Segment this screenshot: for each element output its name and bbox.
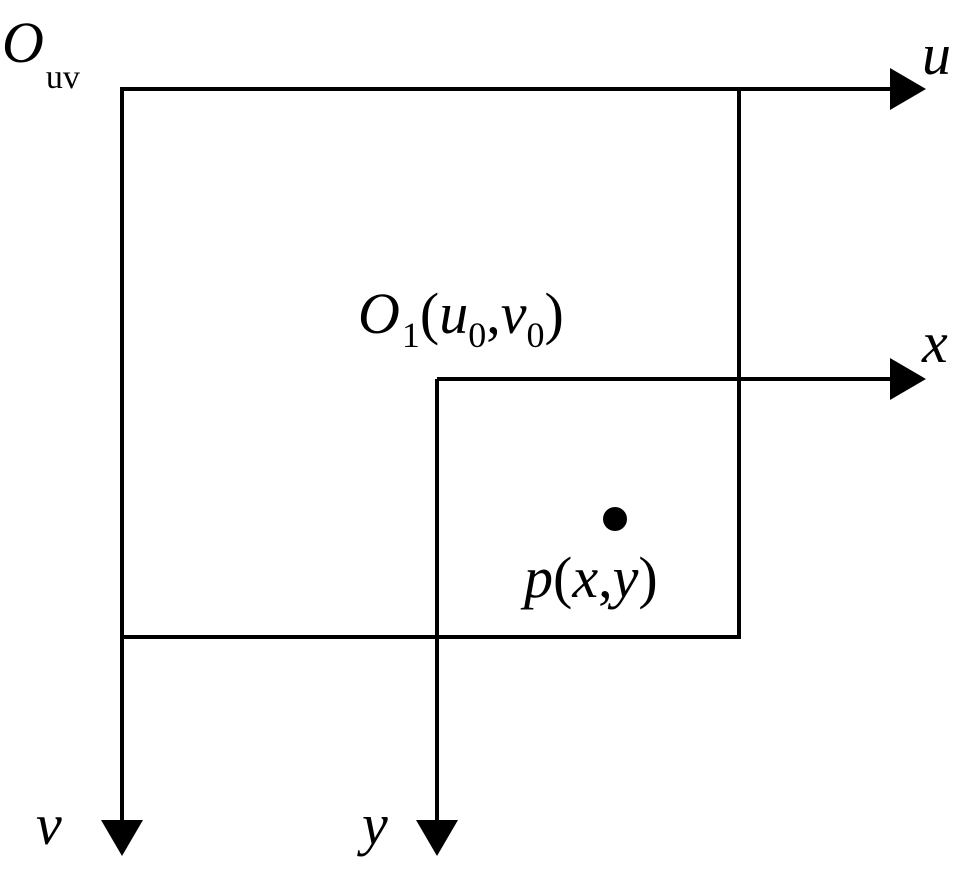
v-axis-arrowhead xyxy=(101,820,143,856)
y-axis-arrowhead xyxy=(416,820,458,856)
origin-uv-label: Ouv xyxy=(2,10,80,96)
x-axis-arrowhead xyxy=(890,358,926,400)
image-plane-rect xyxy=(120,87,741,639)
y-axis-label: y xyxy=(357,792,388,857)
point-p-label: p(x,y) xyxy=(520,545,658,610)
v-axis-label: v xyxy=(36,792,62,857)
u-axis-label: u xyxy=(922,22,951,87)
point-p-dot xyxy=(603,507,627,531)
origin-o1-label: O1(u0,v0) xyxy=(358,281,564,355)
x-axis-label: x xyxy=(921,310,948,375)
u-axis-arrowhead xyxy=(890,68,926,110)
